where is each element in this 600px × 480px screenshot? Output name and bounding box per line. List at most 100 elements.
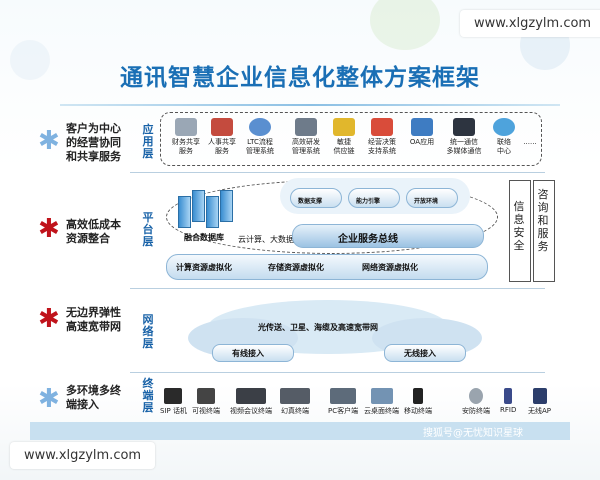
terminal-wireless-ap: 无线AP	[528, 388, 551, 416]
virtualization-band	[166, 254, 488, 280]
star-icon-terminal: ✱	[38, 384, 60, 414]
terminal-label: SIP 话机	[160, 407, 187, 415]
module-label: 开放环境	[414, 198, 439, 205]
mobile-icon	[413, 388, 423, 404]
star-icon-network: ✱	[38, 304, 60, 334]
terminal-label: PC客户端	[328, 407, 359, 415]
app-hr: 人事共享 服务	[202, 118, 242, 156]
terminal-video-phone: 可视终端	[192, 388, 220, 416]
star-icon-platform: ✱	[38, 214, 60, 244]
wireless-ap-icon	[532, 388, 547, 404]
terminal-label: 移动终端	[404, 407, 432, 415]
virtualization-label: 网络资源虚拟化	[362, 263, 418, 272]
terminal-label: RFID	[500, 406, 517, 414]
virtualization-label: 计算资源虚拟化	[176, 263, 232, 272]
app-decision: 经营决策 支持系统	[362, 118, 402, 156]
star-icon-app: ✱	[38, 126, 60, 156]
app-ltc: LTC流程 管理系统	[240, 118, 280, 156]
telepresence-icon	[280, 388, 310, 404]
video-conference-icon	[236, 388, 266, 404]
app-label: 统一通信 多媒体通信	[446, 138, 482, 155]
app-label: 敏捷 供应链	[333, 138, 355, 155]
server-icon	[178, 196, 191, 228]
app-label: ......	[523, 138, 537, 146]
app-more: ......	[510, 118, 550, 147]
terminal-sip-phone: SIP 话机	[160, 388, 187, 416]
more-icon	[519, 118, 541, 136]
video-phone-icon	[197, 388, 215, 404]
terminal-rfid: RFID	[500, 388, 516, 414]
security-camera-icon	[469, 388, 483, 404]
terminal-telepresence: 幻真终端	[280, 388, 310, 416]
converged-db-label: 融合数据库	[184, 233, 224, 242]
app-oa: OA应用	[402, 118, 442, 147]
cloud-desktop-icon	[370, 388, 393, 404]
module-open-environment	[406, 188, 458, 208]
app-label: 人事共享 服务	[208, 138, 236, 155]
layer-label-platform: 平台层	[142, 211, 154, 248]
sip-phone-icon	[164, 388, 183, 404]
app-label: 经营决策 支持系统	[368, 138, 396, 155]
server-icon	[206, 196, 219, 228]
module-label: 能力引擎	[356, 198, 381, 205]
module-capability-engine	[348, 188, 400, 208]
diagram-title: 通讯智慧企业信息化整体方案框架	[120, 65, 480, 91]
app-finance: 财务共享 服务	[166, 118, 206, 156]
layer-divider	[130, 172, 545, 173]
app-label: 财务共享 服务	[172, 138, 200, 155]
wired-access-label: 有线接入	[232, 349, 264, 358]
supply-icon	[333, 118, 355, 136]
contact-icon	[493, 118, 515, 136]
terminal-label: 云桌面终端	[364, 407, 399, 415]
app-label: 高效研发 管理系统	[292, 138, 320, 155]
app-contact: 联络 中心	[484, 118, 524, 156]
terminal-label: 视频会议终端	[230, 407, 272, 415]
module-label: 数据支撑	[298, 198, 323, 205]
terminal-video-conference: 视频会议终端	[230, 388, 272, 416]
app-layer-frame	[160, 112, 542, 166]
app-label: LTC流程 管理系统	[246, 138, 274, 155]
source-credit: 搜狐号@无忧知识星球	[423, 428, 523, 439]
app-supply: 敏捷 供应链	[324, 118, 364, 156]
terminal-label: 安防终端	[462, 407, 490, 415]
hr-icon	[211, 118, 233, 136]
tech-line: 云计算、大数据、SOA......	[238, 235, 334, 244]
decision-icon	[371, 118, 393, 136]
consulting-label: 咨询和服务	[537, 188, 549, 253]
server-icon	[220, 190, 233, 222]
layer-divider	[130, 372, 545, 373]
layer-label-app: 应用层	[142, 123, 154, 160]
watermark-bottom: www.xlgzylm.com	[10, 442, 156, 469]
app-uc: 统一通信 多媒体通信	[444, 118, 484, 156]
row-label-terminal: 多环境多终 端接入	[66, 384, 121, 411]
info-security-label: 信息安全	[513, 200, 525, 252]
pc-icon	[330, 388, 357, 404]
watermark-top: www.xlgzylm.com	[460, 10, 600, 37]
server-icon	[192, 190, 205, 222]
decor-flower	[370, 0, 440, 50]
terminal-label: 可视终端	[192, 407, 220, 415]
terminal-label: 无线AP	[528, 407, 552, 415]
module-data-support	[290, 188, 342, 208]
wireless-access	[384, 344, 466, 362]
layer-label-network: 网络层	[142, 313, 154, 350]
terminal-mobile: 移动终端	[404, 388, 432, 416]
network-core-label: 光传送、卫星、海缆及高速宽带网	[258, 323, 378, 332]
wireless-access-label: 无线接入	[404, 349, 436, 358]
rnd-icon	[295, 118, 317, 136]
rfid-icon	[504, 388, 513, 404]
terminal-pc: PC客户端	[328, 388, 358, 416]
row-label-app: 客户为中心 的经营协同 和共享服务	[66, 122, 121, 163]
layer-label-terminal: 终端层	[142, 377, 154, 414]
info-security-box	[509, 180, 531, 282]
uc-icon	[453, 118, 475, 136]
app-label: OA应用	[409, 138, 435, 146]
oa-icon	[411, 118, 433, 136]
ltc-icon	[249, 118, 271, 136]
title-underline	[60, 104, 560, 106]
service-bus-label: 企业服务总线	[338, 234, 398, 245]
app-rnd: 高效研发 管理系统	[286, 118, 326, 156]
layer-divider	[130, 288, 545, 289]
row-label-platform: 高效低成本 资源整合	[66, 218, 121, 245]
